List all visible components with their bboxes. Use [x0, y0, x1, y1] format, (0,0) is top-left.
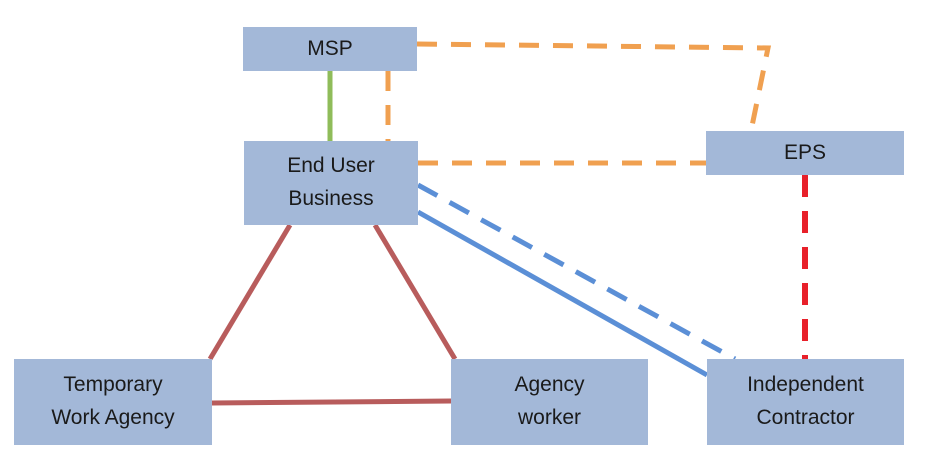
independent-contractor-node: Independent Contractor: [707, 359, 904, 445]
msp-to-eps-dashed-line: [416, 41, 772, 132]
end-user-business-to-temporary-work-agency-line: [207, 223, 293, 361]
temporary-work-agency-to-agency-worker-line: [211, 398, 452, 406]
end-user-business-to-independent-contractor-dashed-line: [416, 182, 737, 362]
agency-worker-node: Agency worker: [451, 359, 648, 445]
end-user-business-to-agency-worker-line: [372, 223, 458, 361]
eps-node: EPS: [706, 131, 904, 175]
msp-node: MSP: [243, 27, 417, 71]
end-user-business-node: End User Business: [244, 141, 418, 225]
end-user-business-to-independent-contractor-line: [416, 209, 709, 378]
temporary-work-agency-node: Temporary Work Agency: [14, 359, 212, 445]
